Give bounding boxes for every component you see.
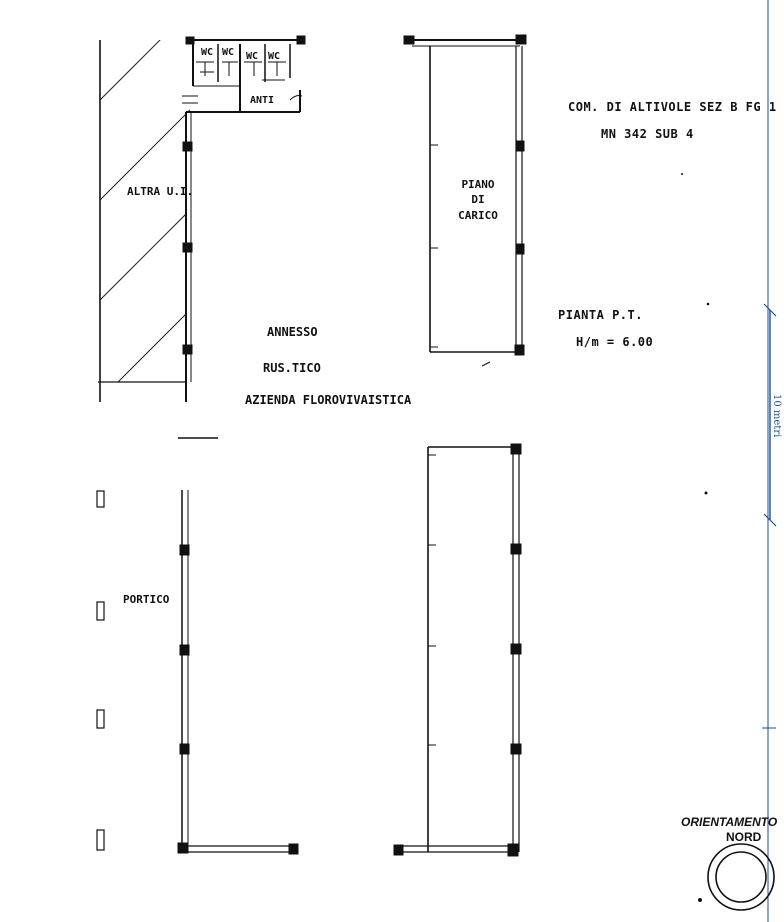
room-label-carico: CARICO	[458, 209, 498, 222]
header-line-2: MN 342 SUB 4	[601, 127, 694, 141]
room-label-di: DI	[471, 193, 485, 206]
room-label-portico: PORTICO	[123, 593, 170, 606]
room-label-wc-2: WC	[222, 47, 235, 58]
room-label-wc-3: WC	[246, 51, 259, 62]
north-compass	[698, 843, 775, 911]
portico-walls	[96, 490, 299, 855]
room-label-annesso: ANNESSO	[267, 325, 318, 339]
orientation-title: ORIENTAMENTO	[681, 815, 778, 829]
room-label-piano: PIANO	[461, 178, 495, 191]
scale-bar	[762, 0, 777, 922]
lower-right-building-walls	[393, 443, 522, 857]
room-label-anti: ANTI	[250, 95, 275, 106]
room-label-wc-4: WC	[268, 51, 281, 62]
plan-title: PIANTA P.T.	[558, 308, 643, 322]
stray-marks	[681, 173, 710, 495]
piano-di-carico-walls	[403, 34, 527, 367]
orientation-north: NORD	[726, 830, 762, 844]
altra-ui-hatched-area	[98, 40, 190, 402]
room-label-altra-ui: ALTRA U.I.	[127, 185, 194, 198]
scale-label: 10 metri	[771, 394, 782, 438]
room-label-wc-1: WC	[201, 47, 214, 58]
plan-height: H/m = 6.00	[576, 335, 654, 349]
header-line-1: COM. DI ALTIVOLE SEZ B FG 1	[568, 100, 777, 114]
annesso-walls	[178, 35, 306, 439]
room-label-azienda: AZIENDA FLOROVIVAISTICA	[245, 393, 412, 407]
room-label-rustico: RUS.TICO	[263, 361, 321, 375]
